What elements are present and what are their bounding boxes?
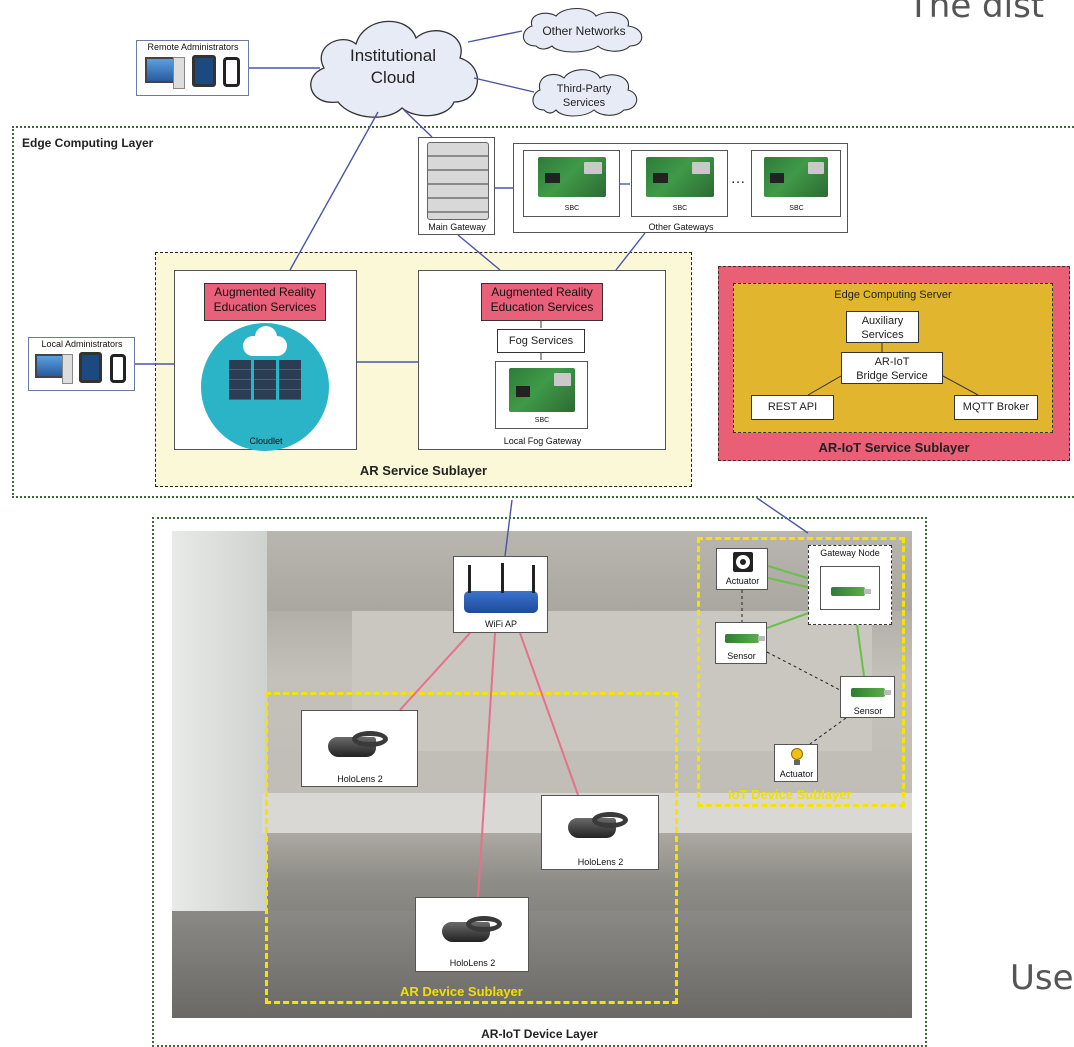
light-bulb-base-icon [794,760,800,765]
rest-api-box: REST API [751,395,834,420]
sbc-board-icon [764,157,828,197]
cloud-bump-icon [255,326,277,348]
sbc-label-1: SBC [564,205,580,212]
hololens-icon [442,916,502,942]
desktop-tower-icon [173,57,185,89]
sbc-board-icon [646,157,714,197]
gateway-stick-icon [831,587,871,596]
sbc-label-3: SBC [789,205,804,212]
desktop-tower-icon [62,354,73,384]
gateways-ellipsis: … [730,170,746,187]
ar-service-title: AR Service Sublayer [359,463,488,478]
ar-device-sublayer-label: AR Device Sublayer [400,984,523,999]
device-layer-title: AR-IoT Device Layer [481,1027,598,1041]
fog-sbc-label: SBC [534,417,550,424]
antenna-icon [468,565,471,593]
hololens-box-1: HoloLens 2 [301,710,418,787]
edge-server-label: Edge Computing Server [834,289,952,301]
third-party-cloud [532,69,638,117]
sensor-stick-icon [725,634,765,643]
bottom-right-text: Use [1010,958,1074,998]
desktop-icon [145,57,177,83]
front-table [172,911,912,1018]
tablet-icon [192,55,216,87]
router-icon [464,591,538,613]
desktop-icon [35,354,65,378]
server-rack-icon [427,142,489,220]
wifi-ap-box: WiFi AP [453,556,548,633]
edge-layer-title: Edge Computing Layer [22,136,154,150]
local-admins-label: Local Administrators [41,339,123,349]
local-fog-gateway-label: Local Fog Gateway [503,436,582,446]
other-networks-cloud [522,7,643,53]
sbc-label-2: SBC [672,205,688,212]
actuator-bulb-box: Actuator [774,744,818,782]
light-bulb-icon [791,748,803,760]
sensor-stick-icon [851,688,891,697]
main-gateway-label: Main Gateway [428,222,486,232]
remote-admins-box: Remote Administrators [136,40,249,96]
gateway-node-device [820,566,880,610]
tablet-icon [79,352,102,383]
sbc-board-icon [538,157,606,197]
hololens-label-3: HoloLens 2 [449,958,496,968]
fog-services-box: Fog Services [497,329,585,353]
hololens-box-3: HoloLens 2 [415,897,529,972]
ar-device-sublayer [265,692,678,1004]
sensor-label-1: Sensor [727,651,756,661]
edge-computing-layer [12,126,1074,498]
phone-icon [110,354,126,383]
local-admins-box: Local Administrators [28,337,135,391]
cloudlet-label: Cloudlet [249,436,283,446]
third-party-line2: Services [562,97,606,109]
gateway-node-label: Gateway Node [820,548,880,558]
actuator-label-2: Actuator [779,769,814,779]
hololens-icon [568,812,628,838]
hololens-label-2: HoloLens 2 [577,857,624,867]
fan-icon [733,552,753,572]
sbc-card-3: SBC [751,150,841,217]
antenna-icon [501,563,504,593]
third-party-line1: Third-Party [556,83,612,95]
server-block-icon [229,360,251,400]
top-right-text: The dist [908,0,1045,26]
hololens-label-1: HoloLens 2 [337,774,383,784]
sbc-card-2: SBC [631,150,728,217]
iot-device-sublayer [697,537,905,807]
phone-icon [223,57,240,87]
sensor-box-2: Sensor [840,676,895,718]
mqtt-broker-box: MQTT Broker [954,395,1038,420]
wifi-ap-label: WiFi AP [484,619,517,629]
other-gateways-box: SBC SBC … SBC Other Gateways [513,143,848,233]
remote-admins-label: Remote Administrators [147,42,239,52]
other-gateways-label: Other Gateways [648,222,714,232]
fog-sbc-card: SBC [495,361,588,429]
ariot-service-title: AR-IoT Service Sublayer [818,440,970,455]
other-networks-label: Other Networks [542,24,626,38]
cloud-label-line2: Cloud [370,68,416,87]
server-block-icon [279,360,301,400]
cloud-label-line1: Institutional [350,46,436,65]
sbc-board-icon [509,368,575,412]
iot-device-sublayer-label: IoT Device Sublayer [728,787,852,802]
actuator-label-1: Actuator [725,576,760,586]
main-gateway-box: Main Gateway [418,137,495,235]
sensor-label-2: Sensor [853,706,883,716]
actuator-fan-box: Actuator [716,548,768,590]
hololens-icon [328,731,388,757]
server-block-icon [254,360,276,400]
hololens-box-2: HoloLens 2 [541,795,659,870]
antenna-icon [532,565,535,593]
sensor-box-1: Sensor [715,622,767,664]
sbc-card-1: SBC [523,150,620,217]
